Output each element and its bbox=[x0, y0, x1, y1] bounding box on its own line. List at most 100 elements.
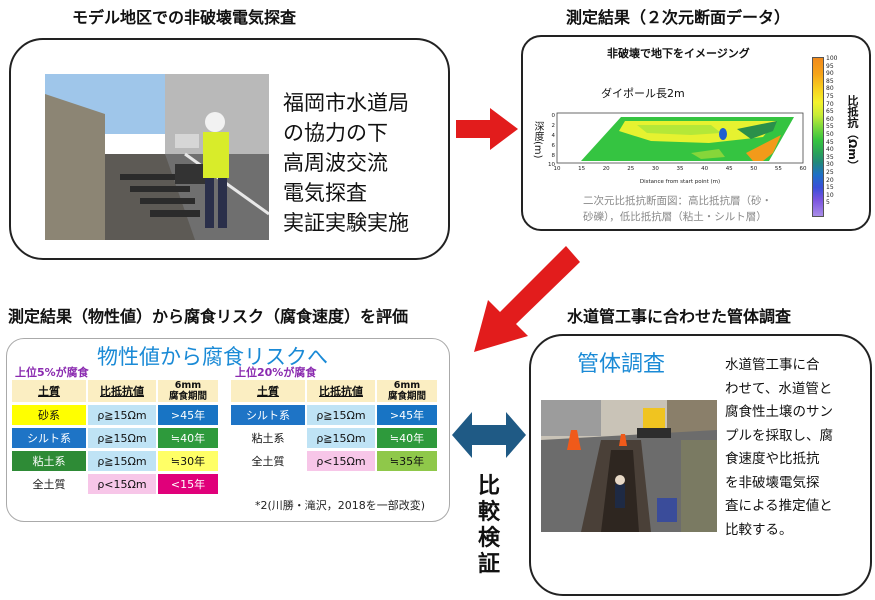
cell-resistivity: ρ≧15Ωm bbox=[307, 405, 375, 425]
table-row: 粘土系 ρ≧15Ωm ≒30年 bbox=[12, 451, 218, 471]
text-line: 福岡市水道局 bbox=[283, 91, 409, 115]
compare-verify-label: 比 較 検 証 bbox=[476, 474, 502, 578]
pipe-survey-description: 水道管工事に合 わせて、水道管と 腐食性土壌のサン プルを採取し、腐 食速度や比… bbox=[725, 354, 833, 542]
y-tick-label: 8 bbox=[552, 153, 556, 159]
colorbar-tick: 80 bbox=[826, 85, 834, 93]
table-row: 全土質 ρ<15Ωm ≒35年 bbox=[231, 451, 437, 471]
caption-line: 砂礫），低比抵抗層（粘土・シルト層） bbox=[583, 211, 767, 223]
compare-char: 比 bbox=[477, 474, 500, 499]
cell-resistivity: ρ<15Ωm bbox=[307, 451, 375, 471]
cell-period: ≒30年 bbox=[158, 451, 218, 471]
risk-panel: 物性値から腐食リスクへ 上位5%が腐食 上位20%が腐食 土質 比抵抗値 6mm… bbox=[6, 338, 450, 522]
colorbar-ticks: 100 95 90 85 80 75 70 65 60 55 50 45 40 … bbox=[826, 55, 837, 207]
text-line: 食速度や比抵抗 bbox=[725, 451, 820, 467]
text-line: 実証実験実施 bbox=[283, 211, 409, 235]
cell-resistivity: ρ≧15Ωm bbox=[88, 405, 156, 425]
cell-period: ≒40年 bbox=[377, 428, 437, 448]
source-note: *2(川勝・滝沢，2018を一部改変) bbox=[255, 499, 426, 512]
top20-label: 上位20%が腐食 bbox=[235, 366, 317, 379]
measurement-panel: 非破壊で地下をイメージング ダイポール長2m 深度(m) 0 2 4 6 8 1… bbox=[521, 35, 871, 231]
risk-evaluation-title: 測定結果（物性値）から腐食リスク（腐食速度）を評価 bbox=[8, 307, 409, 326]
x-tick-label: 55 bbox=[775, 166, 782, 172]
colorbar-tick: 35 bbox=[826, 153, 834, 161]
cell-period: ≒35年 bbox=[377, 451, 437, 471]
colorbar-tick: 40 bbox=[826, 146, 834, 154]
colorbar-tick: 45 bbox=[826, 138, 834, 146]
pipe-survey-title: 水道管工事に合わせた管体調査 bbox=[567, 307, 792, 326]
colorbar-tick: 20 bbox=[826, 176, 834, 184]
pipe-survey-panel-title: 管体調査 bbox=[577, 352, 666, 377]
colorbar-tick: 100 bbox=[826, 55, 838, 62]
top5-label: 上位5%が腐食 bbox=[15, 366, 89, 379]
table-row: 粘土系 ρ≧15Ωm ≒40年 bbox=[231, 428, 437, 448]
header-resistivity: 比抵抗値 bbox=[88, 380, 156, 402]
x-tick-label: 35 bbox=[677, 166, 684, 172]
measurement-result-title: 測定結果（２次元断面データ） bbox=[566, 8, 791, 27]
cell-resistivity: ρ≧15Ωm bbox=[307, 428, 375, 448]
y-tick-label: 0 bbox=[552, 113, 556, 119]
cell-period: <15年 bbox=[158, 474, 218, 494]
colorbar-tick: 15 bbox=[826, 184, 834, 192]
colorbar-tick: 50 bbox=[826, 130, 834, 138]
colorbar-label: 比抵抗（Ωm） bbox=[846, 95, 859, 171]
x-tick-label: 15 bbox=[578, 166, 585, 172]
cell-period: >45年 bbox=[377, 405, 437, 425]
section-caption: 二次元比抵抗断面図：高比抵抗層（砂・ 砂礫），低比抵抗層（粘土・シルト層） bbox=[583, 193, 772, 225]
cell-period: ≒40年 bbox=[158, 428, 218, 448]
caption-line: 二次元比抵抗断面図：高比抵抗層（砂・ bbox=[583, 195, 772, 207]
text-line: 比較する。 bbox=[725, 521, 793, 538]
cell-soil: シルト系 bbox=[231, 405, 305, 425]
colorbar bbox=[812, 57, 824, 217]
cell-soil: シルト系 bbox=[12, 428, 86, 448]
text-line: を非破壊電気探 bbox=[725, 474, 820, 491]
colorbar-tick: 30 bbox=[826, 161, 834, 169]
colorbar-tick: 65 bbox=[826, 108, 834, 116]
dipole-label: ダイポール長2m bbox=[601, 87, 685, 100]
down-left-arrow-icon bbox=[474, 246, 580, 352]
double-arrow-icon bbox=[452, 412, 526, 458]
header-soil: 土質 bbox=[231, 380, 305, 402]
colorbar-tick: 95 bbox=[826, 62, 834, 70]
y-tick-label: 10 bbox=[548, 162, 555, 168]
x-axis-label: Distance from start point (m) bbox=[640, 179, 720, 185]
right-arrow-icon bbox=[456, 108, 518, 150]
depth-axis-label: 深度(m) bbox=[532, 121, 543, 159]
header-soil: 土質 bbox=[12, 380, 86, 402]
pipe-excavation-photo bbox=[541, 400, 717, 532]
colorbar-tick: 75 bbox=[826, 92, 834, 100]
text-line: 腐食性土壌のサン bbox=[725, 404, 833, 420]
table-row: 全土質 ρ<15Ωm <15年 bbox=[12, 474, 218, 494]
y-tick-labels: 0 2 4 6 8 10 bbox=[548, 113, 556, 168]
colorbar-tick: 5 bbox=[826, 199, 830, 207]
text-line: の協力の下 bbox=[283, 121, 388, 145]
chart-title: 非破壊で地下をイメージング bbox=[607, 47, 750, 60]
text-line: プルを採取し、腐 bbox=[725, 427, 833, 444]
colorbar-tick: 25 bbox=[826, 168, 834, 176]
x-tick-label: 25 bbox=[627, 166, 634, 172]
x-tick-label: 45 bbox=[726, 166, 733, 172]
y-tick-label: 4 bbox=[552, 133, 556, 139]
x-tick-label: 40 bbox=[701, 166, 708, 172]
table-row: シルト系 ρ≧15Ωm ≒40年 bbox=[12, 428, 218, 448]
cell-resistivity: ρ≧15Ωm bbox=[88, 451, 156, 471]
colorbar-tick: 10 bbox=[826, 191, 834, 199]
x-tick-label: 20 bbox=[603, 166, 610, 172]
text-line: 電気探査 bbox=[283, 181, 367, 205]
text-line: 水道管工事に合 bbox=[725, 357, 820, 373]
colorbar-tick: 85 bbox=[826, 77, 834, 85]
colorbar-tick: 70 bbox=[826, 100, 834, 108]
table-row: 砂系 ρ≧15Ωm >45年 bbox=[12, 405, 218, 425]
y-tick-label: 6 bbox=[552, 143, 556, 149]
pipe-survey-panel: 管体調査 水道管工事に合 わせて、水道管と 腐食性土壌のサン プルを採取し、腐 … bbox=[529, 334, 872, 596]
x-tick-label: 50 bbox=[750, 166, 757, 172]
cooperation-text: 福岡市水道局 の協力の下 高周波交流 電気探査 実証実験実施 bbox=[283, 88, 409, 238]
text-line: 査による推定値と bbox=[725, 498, 833, 514]
cell-resistivity: ρ≧15Ωm bbox=[88, 428, 156, 448]
model-district-title: モデル地区での非破壊電気探査 bbox=[72, 8, 297, 27]
compare-char: 検 bbox=[477, 526, 500, 551]
risk-panel-title: 物性値から腐食リスクへ bbox=[97, 345, 328, 369]
